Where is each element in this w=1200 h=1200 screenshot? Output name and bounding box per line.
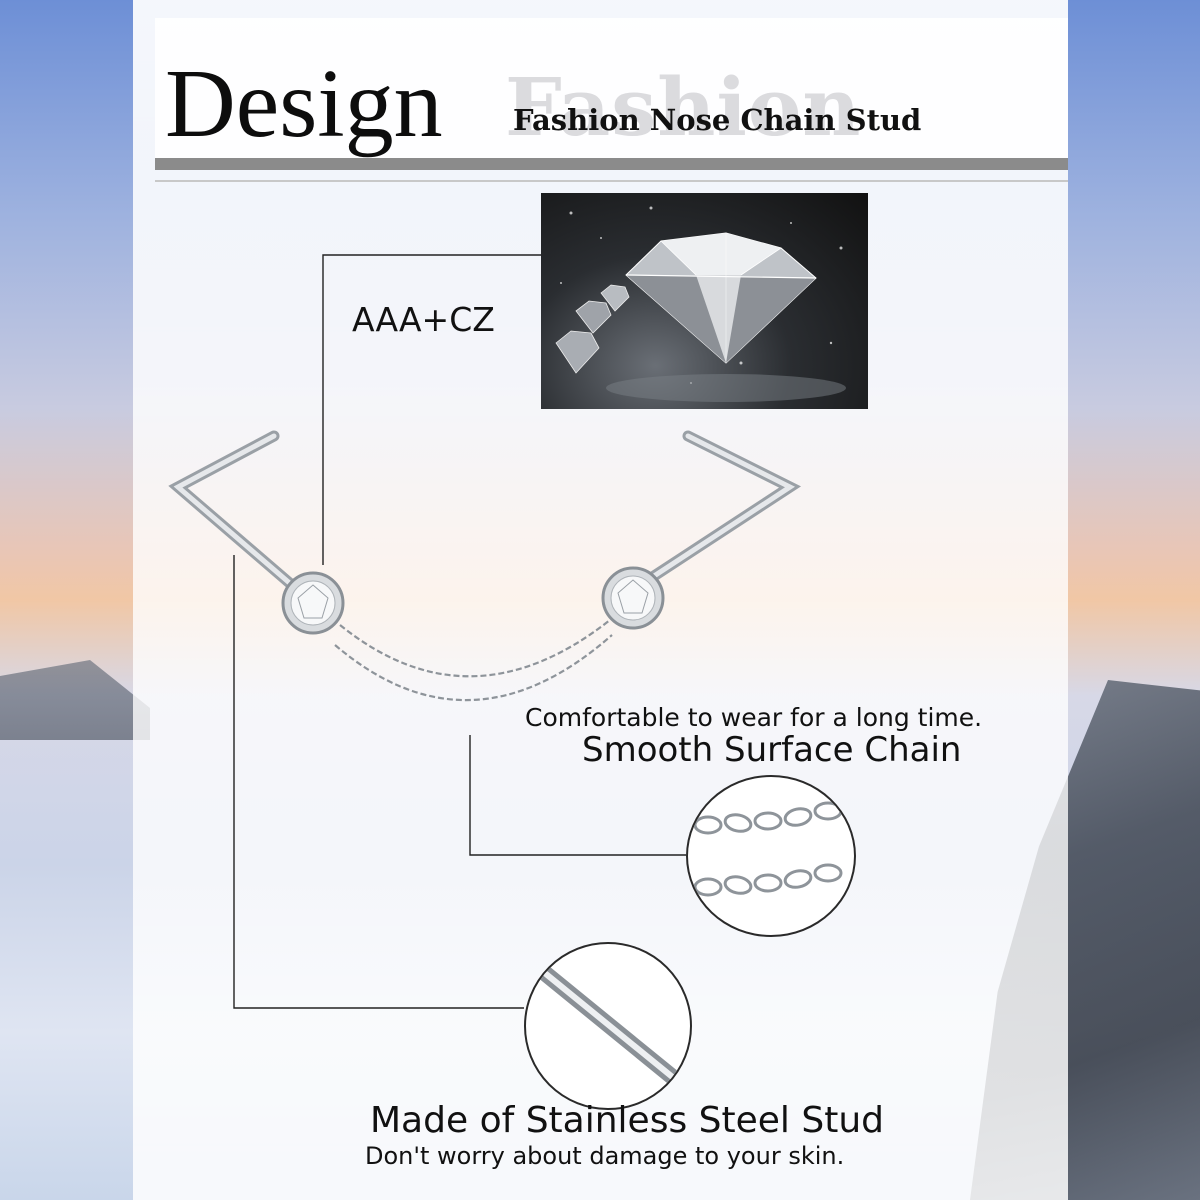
comfort-callout-label: Comfortable to wear for a long time. — [525, 703, 983, 732]
header-band — [155, 18, 1068, 160]
diamond-photo — [541, 193, 868, 409]
chain-closeup — [686, 775, 856, 937]
page-subtitle: Fashion Nose Chain Stud — [513, 103, 922, 137]
title-ghost-text: Fashion — [505, 60, 862, 154]
steel-callout-label: Made of Stainless Steel Stud — [370, 1100, 885, 1141]
gem-right-icon — [601, 566, 665, 630]
steel-stud-closeup — [524, 942, 692, 1110]
page-title: Design — [165, 50, 443, 158]
header-divider-thin — [155, 180, 1068, 182]
chain-callout-label: Smooth Surface Chain — [582, 730, 962, 770]
nose-stud-left — [168, 430, 306, 598]
header-divider — [155, 158, 1068, 170]
nose-stud-right — [619, 430, 802, 601]
double-chain — [334, 619, 613, 702]
skin-callout-label: Don't worry about damage to your skin. — [365, 1142, 845, 1170]
gem-callout-label: AAA+CZ — [352, 300, 495, 339]
gem-left-icon — [281, 571, 345, 635]
large-diamond-icon — [625, 232, 817, 364]
